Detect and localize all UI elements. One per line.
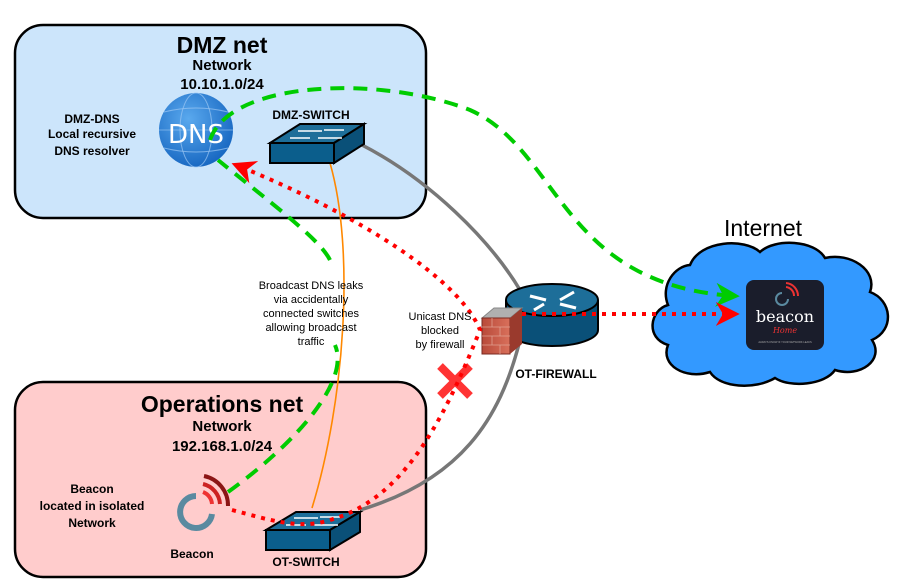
accidental-cable — [311, 162, 345, 509]
dmz-cidr: 10.10.1.0/24 — [180, 76, 264, 93]
unicast-annotation-line: by firewall — [416, 339, 465, 351]
broadcast-annotation-line: traffic — [298, 336, 325, 348]
broadcast-annotation-line: Broadcast DNS leaks — [259, 280, 364, 292]
dmz-switch-icon — [266, 122, 368, 165]
beacon-home-logo: beacon Home ALWAYS KNOW IF YOUR NETWORK … — [746, 280, 824, 350]
broadcast-annotation-line: via accidentally — [274, 294, 349, 306]
broadcast-path-dns-to-internet — [208, 86, 740, 307]
operations-cidr: 192.168.1.0/24 — [172, 438, 273, 455]
beacon-icon — [177, 474, 231, 531]
firewall-wall-icon — [480, 307, 524, 355]
unicast-annotation-line: Unicast DNS — [409, 311, 472, 323]
dns-icon-text: DNS — [168, 120, 224, 150]
operations-title: Operations net — [141, 391, 304, 417]
broadcast-annotation-line: allowing broadcast — [265, 322, 356, 334]
unicast-path-beacon-to-dns — [231, 161, 483, 527]
beacon-home-brand: beacon — [756, 307, 814, 326]
beacon-home-tagline: ALWAYS KNOW IF YOUR NETWORK LEAKS — [758, 340, 812, 344]
blocked-x-icon — [437, 363, 473, 399]
dns-label-line-2: Local recursive — [48, 127, 136, 141]
broadcast-annotation-line: connected switches — [263, 308, 359, 320]
dns-label-line-1: DMZ-DNS — [64, 112, 119, 126]
beacon-desc-line-2: located in isolated — [40, 499, 145, 513]
broadcast-annotation: Broadcast DNS leaks via accidentally con… — [259, 280, 364, 348]
link-firewall-ot-switch — [359, 339, 522, 512]
unicast-annotation: Unicast DNS blocked by firewall — [409, 311, 472, 351]
beacon-desc-line-1: Beacon — [70, 482, 113, 496]
dmz-title: DMZ net — [177, 32, 268, 58]
beacon-desc-line-3: Network — [68, 516, 116, 530]
link-dmz-switch-firewall — [361, 143, 522, 291]
beacon-home-sub: Home — [772, 326, 797, 335]
unicast-annotation-line: blocked — [421, 325, 459, 337]
ot-firewall-label: OT-FIREWALL — [515, 367, 596, 381]
dns-label-line-3: DNS resolver — [54, 144, 130, 158]
dmz-switch-label: DMZ-SWITCH — [272, 108, 349, 122]
dns-server-icon: DNS — [159, 92, 233, 168]
internet-title: Internet — [724, 215, 803, 241]
ot-switch-label: OT-SWITCH — [272, 555, 339, 569]
beacon-label: Beacon — [170, 547, 213, 561]
dmz-subtitle: Network — [192, 57, 252, 74]
operations-subtitle: Network — [192, 418, 252, 435]
